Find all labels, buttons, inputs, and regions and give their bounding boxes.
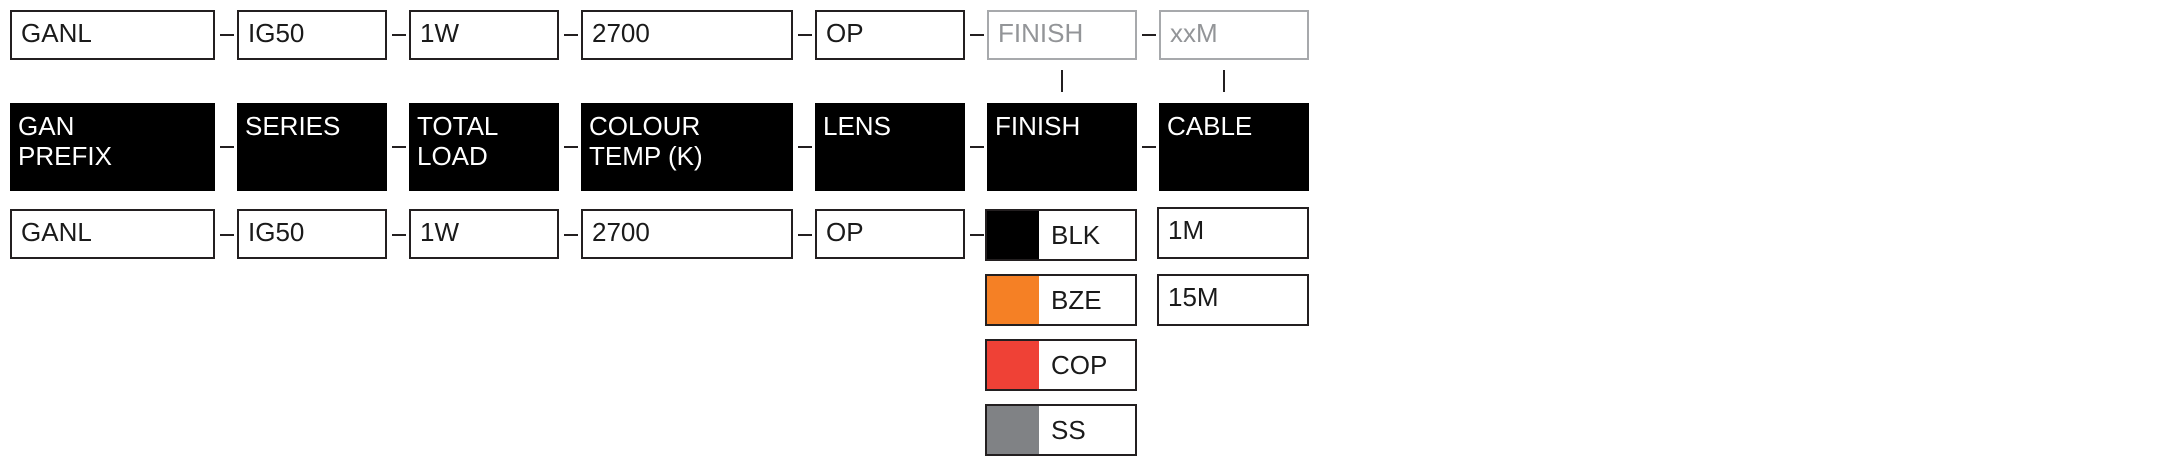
option-colour-temp: 2700 bbox=[581, 209, 793, 259]
finish-option-label: SS bbox=[1051, 415, 1086, 445]
header-gan-prefix: GAN PREFIX bbox=[10, 103, 215, 191]
header-colour-temp: COLOUR TEMP (K) bbox=[581, 103, 793, 191]
header-series: SERIES bbox=[237, 103, 387, 191]
cable-option-1m: 1M bbox=[1157, 207, 1309, 259]
code-field-finish-placeholder: FINISH bbox=[987, 10, 1137, 60]
finish-option-bze: BZE bbox=[985, 274, 1137, 326]
separator-dash bbox=[798, 234, 812, 236]
option-series: IG50 bbox=[237, 209, 387, 259]
finish-swatch bbox=[987, 211, 1039, 259]
code-field-total-load: 1W bbox=[409, 10, 559, 60]
separator-dash bbox=[220, 34, 234, 36]
cable-option-15m: 15M bbox=[1157, 274, 1309, 326]
option-gan-prefix: GANL bbox=[10, 209, 215, 259]
finish-option-cop: COP bbox=[985, 339, 1137, 391]
separator-dash bbox=[564, 234, 578, 236]
separator-dash bbox=[220, 234, 234, 236]
finish-swatch bbox=[987, 406, 1039, 454]
separator-dash bbox=[564, 34, 578, 36]
header-lens: LENS bbox=[815, 103, 965, 191]
connector-line-finish bbox=[1061, 70, 1063, 92]
option-lens: OP bbox=[815, 209, 965, 259]
code-field-series: IG50 bbox=[237, 10, 387, 60]
separator-dash bbox=[564, 146, 578, 148]
finish-swatch bbox=[987, 341, 1039, 389]
separator-dash bbox=[970, 34, 984, 36]
header-finish: FINISH bbox=[987, 103, 1137, 191]
separator-dash bbox=[798, 34, 812, 36]
code-field-colour-temp: 2700 bbox=[581, 10, 793, 60]
finish-option-label: BZE bbox=[1051, 285, 1102, 315]
separator-dash bbox=[1142, 34, 1156, 36]
separator-dash bbox=[798, 146, 812, 148]
separator-dash bbox=[392, 34, 406, 36]
finish-option-ss: SS bbox=[985, 404, 1137, 456]
separator-dash bbox=[392, 234, 406, 236]
separator-dash bbox=[1142, 146, 1156, 148]
finish-swatch bbox=[987, 276, 1039, 324]
connector-line-cable bbox=[1223, 70, 1225, 92]
separator-dash bbox=[970, 146, 984, 148]
code-field-gan-prefix: GANL bbox=[10, 10, 215, 60]
separator-dash bbox=[970, 234, 984, 236]
separator-dash bbox=[220, 146, 234, 148]
finish-option-label: BLK bbox=[1051, 220, 1101, 250]
separator-dash bbox=[392, 146, 406, 148]
code-field-lens: OP bbox=[815, 10, 965, 60]
header-cable: CABLE bbox=[1159, 103, 1309, 191]
finish-option-blk: BLK bbox=[985, 209, 1137, 261]
code-field-cable-placeholder: xxM bbox=[1159, 10, 1309, 60]
finish-option-label: COP bbox=[1051, 350, 1108, 380]
header-total-load: TOTAL LOAD bbox=[409, 103, 559, 191]
option-total-load: 1W bbox=[409, 209, 559, 259]
